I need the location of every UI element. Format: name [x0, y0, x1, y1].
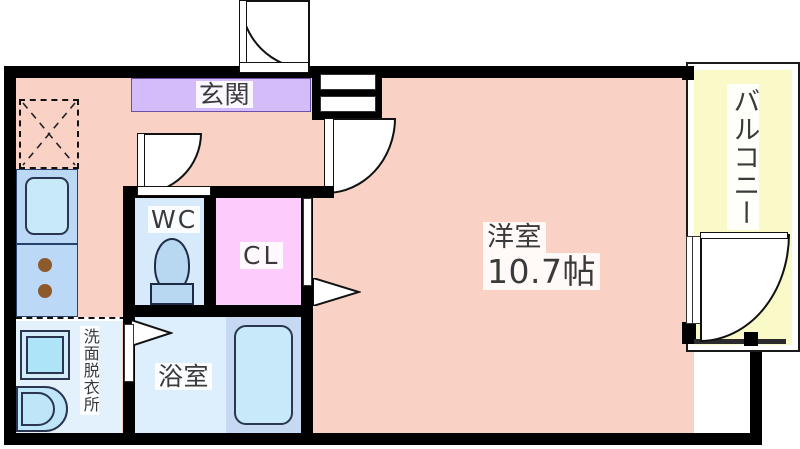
balcony-door-leaf[interactable] — [700, 232, 788, 239]
label-entrance: 玄関 — [196, 81, 254, 108]
wall-right-lower — [750, 343, 762, 445]
wall-wc-left — [123, 186, 135, 317]
kitchen-counter-divider — [16, 243, 78, 245]
kitchen-threshold — [16, 317, 136, 321]
label-balcony: バルコニー — [727, 84, 760, 230]
label-toilet: WC — [148, 206, 201, 233]
wall-bath-right — [301, 305, 313, 433]
label-closet: CL — [240, 242, 284, 269]
closet-door-pane[interactable] — [303, 198, 312, 286]
wall-wc-cl-divider — [204, 186, 216, 311]
balcony-wall-left-bottom — [682, 322, 696, 344]
range-hood-dashed-icon — [19, 99, 79, 169]
entrance-door-arc — [240, 0, 310, 70]
stove-burner-rear-icon — [38, 284, 52, 298]
balcony-sill — [694, 339, 786, 344]
sink-icon — [25, 177, 69, 235]
wall-left — [4, 66, 16, 445]
wall-wc-cl-bottom — [123, 305, 313, 317]
hall-door-leaf[interactable] — [324, 118, 334, 192]
range-hood-cross-icon — [22, 102, 76, 166]
label-bathroom: 浴室 — [155, 363, 213, 390]
balcony-wall-left-top — [682, 66, 694, 80]
label-western-room-area: 10.7帖 — [483, 253, 600, 290]
washroom-sliding-door-pane[interactable] — [124, 324, 134, 382]
wc-door-threshold — [137, 186, 211, 196]
toilet-tank-icon — [150, 283, 194, 305]
label-western-room: 洋室 — [483, 222, 546, 253]
wall-bottom — [4, 433, 762, 445]
entrance-door-threshold — [239, 62, 309, 73]
balcony-corner-right — [744, 332, 758, 346]
hall-door-jamb — [312, 186, 334, 198]
entrance-window-pane-bottom[interactable] — [320, 96, 376, 112]
entrance-door-leaf[interactable] — [239, 0, 247, 68]
two-burner-stove-icon — [38, 258, 52, 272]
wc-door-leaf[interactable] — [137, 133, 145, 193]
bathtub-icon — [234, 325, 293, 425]
vanity-sink-basin-icon — [21, 392, 55, 426]
label-washroom: 洗面脱衣所 — [80, 326, 100, 415]
washing-machine-drum-icon — [26, 336, 64, 374]
bath-folding-door-icon[interactable] — [131, 320, 173, 346]
entrance-window-pane-top[interactable] — [320, 74, 376, 90]
closet-folding-door-icon[interactable] — [313, 278, 361, 306]
